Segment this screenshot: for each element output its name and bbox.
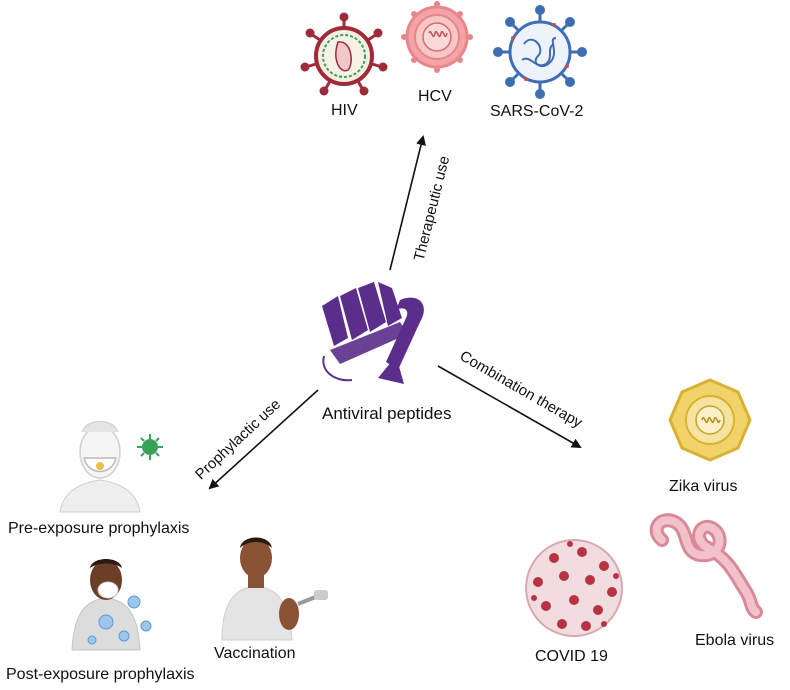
arrow-combination [437, 365, 582, 448]
small-virus-icon [137, 434, 163, 460]
pre-exposure-label: Pre-exposure prophylaxis [8, 520, 190, 537]
vaccination-label: Vaccination [214, 645, 296, 662]
covid-19-label: COVID 19 [535, 648, 608, 665]
masked-person-icon [59, 421, 141, 513]
arrow-therapeutic [389, 135, 426, 271]
ebola-virus-icon [649, 513, 763, 619]
sars-cov-2-label: SARS-CoV-2 [490, 103, 584, 120]
hiv-virus-icon [300, 12, 388, 96]
zika-virus-icon [668, 378, 752, 462]
covid-19-virus-icon [525, 539, 623, 637]
hcv-label: HCV [418, 88, 452, 105]
sneezing-person-icon [71, 559, 152, 651]
center-label: Antiviral peptides [322, 404, 452, 423]
zika-label: Zika virus [669, 478, 738, 495]
sars-cov-2-virus-icon [493, 5, 587, 99]
hiv-label: HIV [331, 102, 358, 119]
hcv-virus-icon [401, 1, 473, 73]
arrow-prophylactic [208, 389, 319, 490]
vaccination-icon [221, 537, 328, 641]
post-exposure-label: Post-exposure prophylaxis [6, 666, 195, 683]
peptide-structure-icon [322, 282, 424, 384]
ebola-label: Ebola virus [695, 632, 775, 649]
